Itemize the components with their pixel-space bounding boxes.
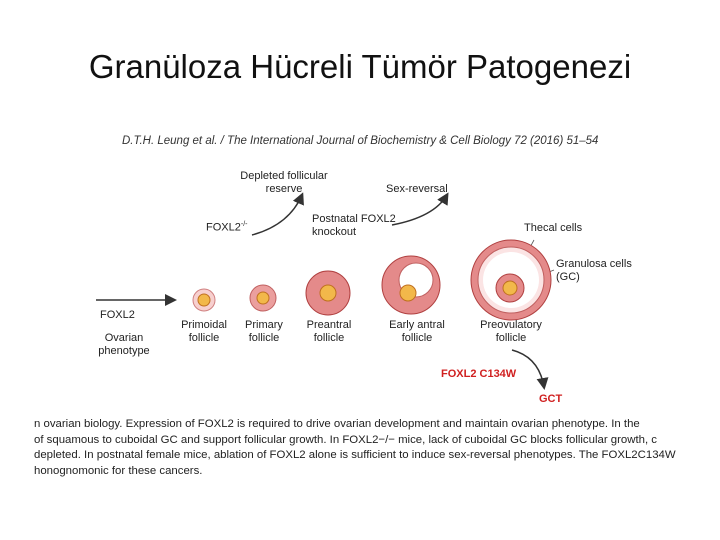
early-antral-follicle (381, 255, 441, 315)
granulosa-cells-label: Granulosa cells (GC) (556, 258, 632, 283)
preantral-follicle (305, 270, 351, 316)
postnatal-knockout-label: Postnatal FOXL2 knockout (312, 213, 396, 238)
citation: D.T.H. Leung et al. / The International … (122, 135, 599, 147)
foxl2-knockout-label: FOXL2-/- (206, 221, 248, 234)
mutation-arrow (511, 349, 549, 390)
preovulatory-follicle (470, 239, 552, 321)
curved-arrow-left (251, 192, 304, 236)
slide-title: Granüloza Hücreli Tümör Patogenezi (88, 48, 632, 85)
thecal-cells-label: Thecal cells (524, 222, 583, 234)
ovarian-phenotype-label: Ovarian phenotype (98, 332, 150, 357)
foxl2-c134w-label: FOXL2 C134W (441, 368, 517, 380)
follicle-diagram (96, 192, 555, 390)
primordial-follicle (192, 288, 216, 312)
sex-reversal-label: Sex-reversal (386, 183, 448, 195)
depleted-reserve-label: Depleted follicular reserve (240, 170, 328, 195)
figure: D.T.H. Leung et al. / The International … (34, 125, 689, 485)
curved-arrow-right (391, 192, 449, 226)
figure-caption: n ovarian biology. Expression of FOXL2 i… (34, 418, 676, 477)
gct-label: GCT (539, 393, 563, 405)
primary-follicle (249, 284, 277, 312)
foxl2-gene-label: FOXL2 (100, 309, 135, 321)
